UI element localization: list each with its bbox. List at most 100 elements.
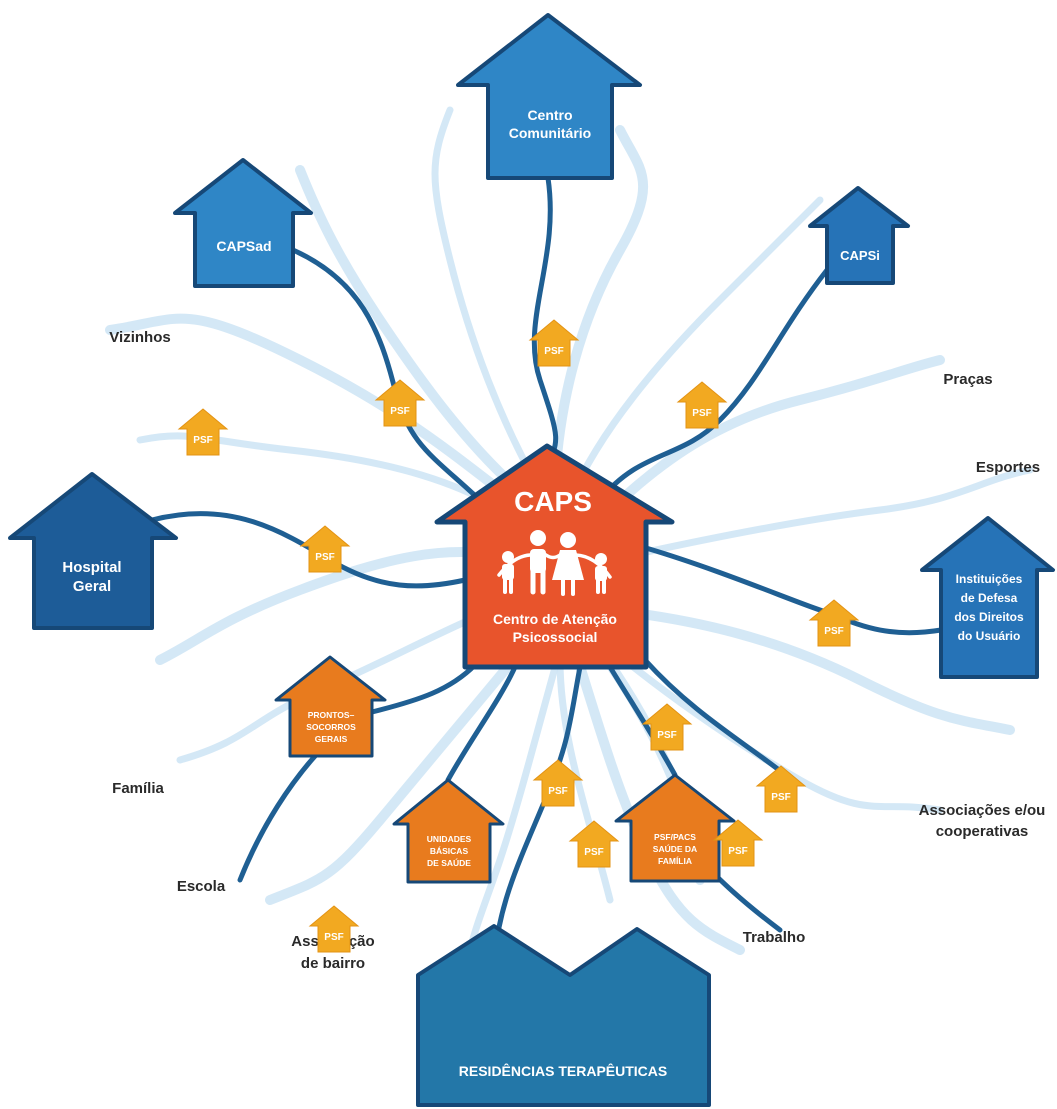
house-shape: [8, 472, 178, 630]
house-label-line: DE SAÚDE: [427, 857, 471, 868]
swirl-stroke: [566, 196, 824, 504]
house-label-line: CAPSi: [840, 248, 880, 263]
house-label-line: UNIDADES: [427, 834, 472, 844]
house-shape: [416, 924, 711, 1107]
psf-house-3: PSF: [676, 381, 728, 429]
psf-house-10: PSF: [308, 905, 360, 953]
psf-label: PSF: [544, 346, 563, 357]
label-escola: Escola: [177, 878, 226, 895]
connector-line: [445, 664, 518, 783]
swirl-stroke: [105, 313, 545, 525]
house-label-line: SAÚDE DA: [653, 843, 697, 854]
house-capsad: CAPSad: [173, 158, 313, 288]
psf-label: PSF: [548, 786, 567, 797]
label-associacao-line2: de bairro: [301, 955, 365, 972]
psf-label: PSF: [728, 846, 747, 857]
connector-line: [643, 545, 944, 636]
label-familia: Família: [112, 780, 164, 797]
psf-house-shape: [712, 819, 764, 867]
psf-house-2: PSF: [374, 379, 426, 427]
house-label-line: do Usuário: [958, 629, 1021, 643]
psf-house-shape: [641, 703, 693, 751]
psf-house-shape: [528, 319, 580, 367]
psf-house-shape: [755, 765, 807, 813]
swirl-stroke: [605, 605, 1015, 735]
psf-label: PSF: [824, 626, 843, 637]
swirl-stroke: [295, 165, 535, 505]
house-label-line: Comunitário: [509, 125, 591, 141]
psf-house-12: PSF: [712, 819, 764, 867]
label-trabalho: Trabalho: [743, 929, 806, 946]
psf-house-shape: [532, 759, 584, 807]
label-vizinhos: Vizinhos: [109, 329, 170, 346]
psf-house-7: PSF: [641, 703, 693, 751]
psf-label: PSF: [324, 932, 343, 943]
label-associacoes-line2: cooperativas: [936, 823, 1029, 840]
house-residencias-terapeuticas: RESIDÊNCIAS TERAPÊUTICAS: [416, 924, 711, 1107]
caps-hub: CAPS Centro de A: [434, 443, 675, 670]
psf-label: PSF: [692, 408, 711, 419]
house-label-line: dos Direitos: [954, 610, 1024, 624]
house-psf-pacs: PSF/PACS SAÚDE DA FAMÍLIA: [614, 773, 736, 883]
house-label-line: Hospital: [62, 559, 121, 576]
hub-subtitle-line1: Centro de Atenção: [493, 611, 617, 627]
house-label-line: PSF/PACS: [654, 832, 696, 842]
house-label-line: CAPSad: [216, 238, 271, 254]
house-shape: [614, 773, 736, 883]
psf-house-shape: [299, 525, 351, 573]
house-shape: [173, 158, 313, 288]
house-label-line: RESIDÊNCIAS TERAPÊUTICAS: [459, 1062, 667, 1079]
psf-label: PSF: [771, 792, 790, 803]
house-capsi: CAPSi: [808, 186, 910, 285]
swirl-stroke: [595, 355, 945, 525]
psf-house-5: PSF: [299, 525, 351, 573]
psf-house-shape: [568, 820, 620, 868]
house-label-line: Centro: [527, 107, 572, 123]
house-label-line: SOCORROS: [306, 722, 356, 732]
swirl-stroke: [155, 547, 525, 665]
house-shape: [392, 778, 505, 884]
psf-label: PSF: [315, 552, 334, 563]
label-associacoes-line1: Associações e/ou: [919, 802, 1046, 819]
house-label-line: de Defesa: [961, 591, 1018, 605]
psf-house-8: PSF: [532, 759, 584, 807]
family-icon: [497, 530, 612, 596]
psf-label: PSF: [390, 406, 409, 417]
swirl-stroke: [606, 466, 1034, 564]
house-instituicoes: Instituições de Defesa dos Direitos do U…: [920, 516, 1055, 679]
psf-house-shape: [676, 381, 728, 429]
house-centro-comunitario: Centro Comunitário: [456, 13, 642, 180]
psf-label: PSF: [657, 730, 676, 741]
hub-subtitle-line2: Psicossocial: [513, 629, 598, 645]
psf-label: PSF: [193, 435, 212, 446]
psf-label: PSF: [584, 847, 603, 858]
house-hospital-geral: Hospital Geral: [8, 472, 178, 630]
connector-line: [607, 664, 678, 778]
house-prontos-socorros: PRONTOS– SOCORROS GERAIS: [274, 655, 387, 758]
connector-line: [597, 267, 830, 503]
connector-line: [237, 737, 333, 883]
psf-house-1: PSF: [528, 319, 580, 367]
connector-line: [531, 175, 559, 473]
psf-house-shape: [177, 408, 229, 456]
swirl-stroke: [431, 106, 544, 494]
house-label-line: Instituições: [956, 572, 1023, 586]
house-shape: [920, 516, 1055, 679]
psf-house-11: PSF: [568, 820, 620, 868]
connector-line: [369, 662, 478, 715]
psf-house-6: PSF: [808, 599, 860, 647]
label-esportes: Esportes: [976, 459, 1040, 476]
house-label-line: GERAIS: [315, 734, 348, 744]
house-label-line: Geral: [73, 578, 111, 595]
house-label-line: FAMÍLIA: [658, 856, 692, 866]
hub-title: CAPS: [514, 486, 592, 517]
house-shape: [456, 13, 642, 180]
house-unidades-basicas: UNIDADES BÁSICAS DE SAÚDE: [392, 778, 505, 884]
house-label-line: BÁSICAS: [430, 846, 469, 856]
connector-line: [642, 657, 782, 773]
psf-house-4: PSF: [177, 408, 229, 456]
psf-house-shape: [308, 905, 360, 953]
house-label-line: PRONTOS–: [308, 710, 355, 720]
swirl-stroke: [550, 125, 648, 485]
